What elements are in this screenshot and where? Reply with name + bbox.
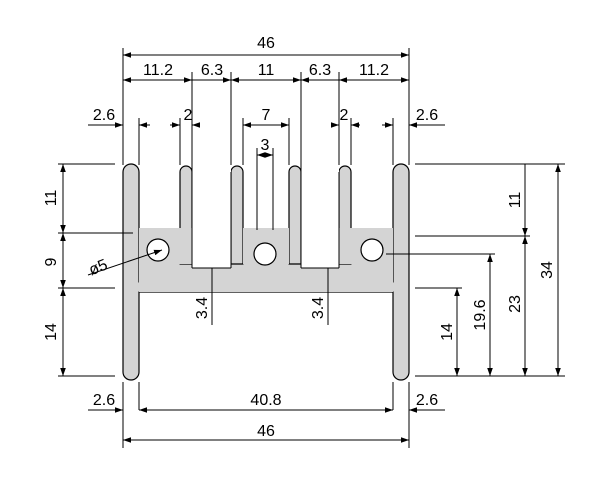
label-overall-width-bottom: 46	[257, 423, 275, 440]
label-hole-diameter: ø5	[86, 256, 110, 279]
fin-center-right	[288, 165, 302, 265]
label-seg-mid-11: 11	[258, 62, 275, 79]
label-right-height-11: 11	[507, 192, 524, 209]
aluminium-profile	[122, 150, 410, 381]
hole-right	[360, 238, 384, 262]
label-seg-left-11-2: 11.2	[143, 62, 173, 79]
label-seg-right-11-2: 11.2	[359, 62, 389, 79]
label-left-fin-2-6: 2.6	[93, 107, 115, 124]
label-center-slot-3: 3	[261, 137, 270, 154]
label-overall-width-top: 46	[257, 35, 275, 52]
slot-left	[192, 150, 231, 268]
hole-left	[146, 238, 170, 262]
label-left-height-11: 11	[43, 190, 60, 207]
label-right-fin-2-6: 2.6	[416, 107, 438, 124]
extension-lines	[58, 48, 565, 448]
label-right-fin-2: 2	[340, 107, 349, 124]
label-left-height-14: 14	[43, 323, 60, 341]
label-left-height-9: 9	[43, 257, 60, 266]
label-center-slot-7: 7	[262, 107, 271, 124]
label-seg-left-6-3: 6.3	[201, 62, 223, 79]
label-right-height-34: 34	[539, 261, 556, 279]
label-right-height-19-6: 19.6	[472, 299, 489, 330]
label-bottom-inner-40-8: 40.8	[250, 392, 281, 409]
label-bottom-left-2-6: 2.6	[93, 392, 115, 409]
hole-center	[253, 242, 277, 266]
profile-body	[122, 163, 410, 381]
label-bottom-right-2-6: 2.6	[416, 392, 438, 409]
label-seg-right-6-3: 6.3	[309, 62, 331, 79]
slot-right	[301, 150, 339, 268]
label-left-fin-2: 2	[184, 107, 193, 124]
dimension-labels: 46 11.2 6.3 11 6.3 11.2 2.6 2 7 3 2 2.6 …	[43, 35, 556, 440]
dimension-lines	[60, 52, 561, 443]
label-right-height-23: 23	[507, 295, 524, 313]
label-right-web-3-4: 3.4	[310, 297, 327, 319]
base-plate	[139, 264, 393, 292]
label-left-web-3-4: 3.4	[194, 297, 211, 319]
label-right-height-14: 14	[439, 323, 456, 341]
fin-center-left	[230, 165, 244, 265]
